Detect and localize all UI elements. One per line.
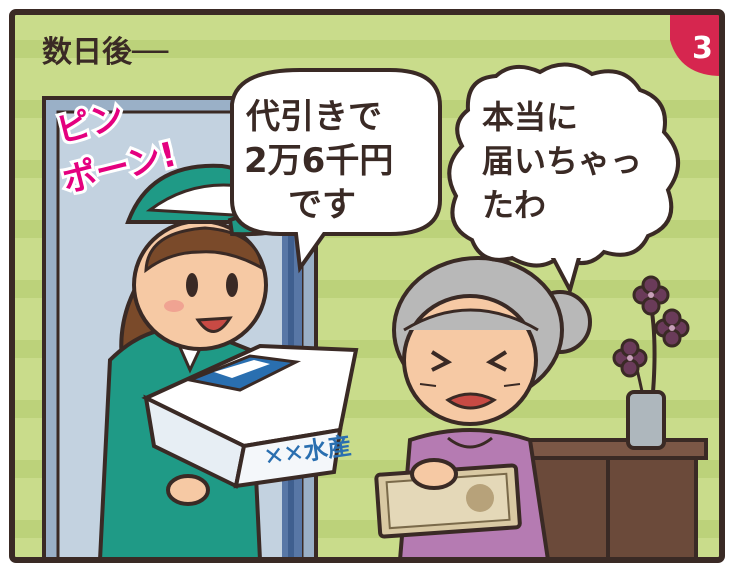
grandma-thought-line2: 届いちゃっ [482,142,642,180]
grandma-thought-bubble [447,62,681,296]
panel-number-badge: 3 [670,12,722,76]
courier-speech-line1: 代引きで [245,97,382,137]
cabinet [508,438,708,560]
courier-speech-line2: 2万6千円 [244,141,393,181]
courier-speech-line3: です [288,185,356,225]
package-box [141,343,359,489]
flower-vase [612,275,690,450]
courier-speech-bubble [230,68,442,274]
panel-frame [9,9,725,563]
panel-number: 3 [692,31,713,66]
grandma-thought-line1: 本当に [482,98,578,136]
grandma-thought-line3: たわ [482,186,546,224]
grandma-character [374,256,592,562]
scene-caption: 数日後── [42,35,169,70]
